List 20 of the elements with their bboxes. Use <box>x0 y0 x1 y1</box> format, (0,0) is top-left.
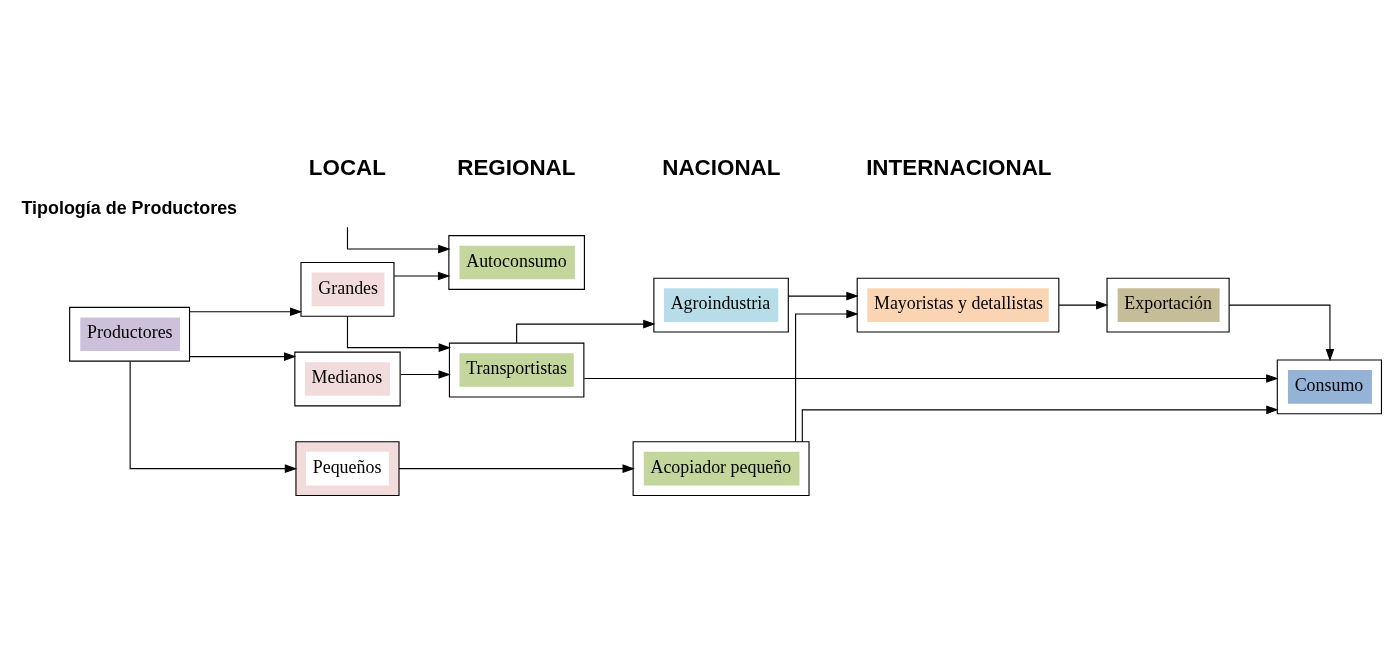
label: INTERNACIONAL <box>866 155 1052 181</box>
label: LOCAL <box>308 155 386 181</box>
arrow <box>583 374 1279 383</box>
arrow <box>346 226 451 254</box>
arrow <box>189 307 303 317</box>
label: NACIONAL <box>662 155 781 181</box>
arrow <box>516 319 656 344</box>
arrow <box>795 309 859 443</box>
arrow <box>1058 300 1109 310</box>
arrow <box>393 271 451 281</box>
arrow <box>1228 304 1335 362</box>
arrow <box>801 405 1279 443</box>
arrow <box>398 464 635 473</box>
arrow <box>400 370 451 379</box>
label: Tipología de Productores <box>21 198 238 219</box>
arrow <box>346 315 451 352</box>
arrow <box>189 352 297 361</box>
arrow <box>787 291 859 301</box>
arrow <box>129 360 298 473</box>
label: REGIONAL <box>457 155 576 181</box>
